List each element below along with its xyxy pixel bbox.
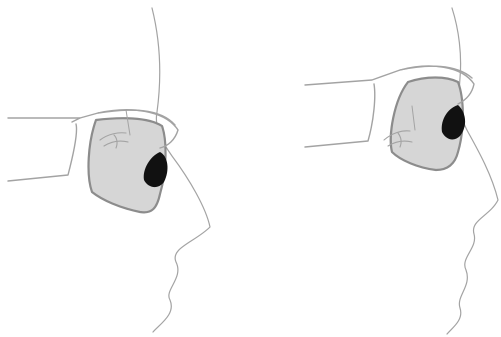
right-face-profile: [447, 8, 498, 334]
right-figure: [305, 8, 498, 334]
left-figure: [8, 8, 210, 332]
